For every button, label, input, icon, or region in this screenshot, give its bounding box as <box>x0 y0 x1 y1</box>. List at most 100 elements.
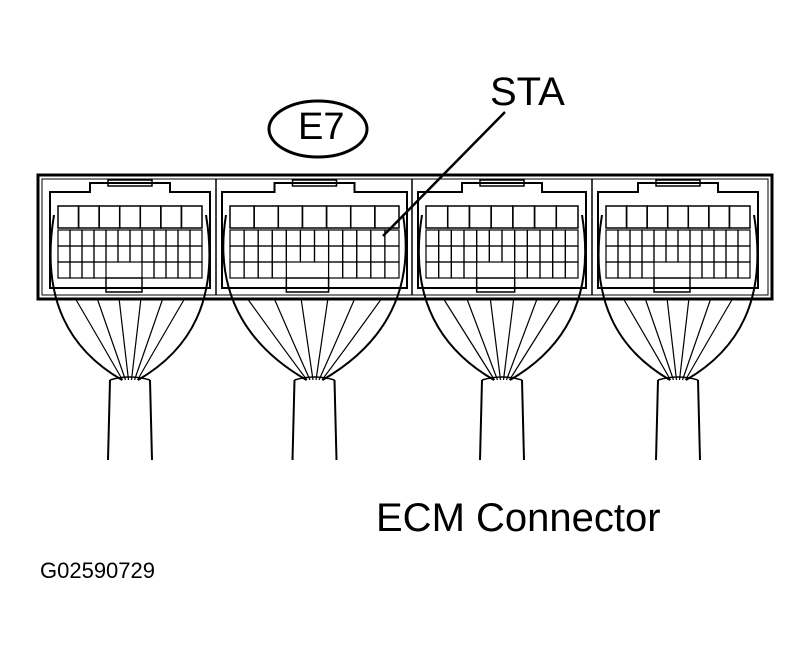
terminal-cavity <box>526 261 541 279</box>
terminal-cavity <box>165 261 179 279</box>
terminal-cavity <box>299 245 316 263</box>
wire <box>442 297 496 381</box>
wire <box>118 297 130 381</box>
terminal-cavity <box>81 245 95 263</box>
terminal-cavity <box>737 229 751 247</box>
terminal-cavity <box>69 261 83 279</box>
terminal-cavity <box>356 229 372 247</box>
terminal-cavity <box>438 245 452 263</box>
harness-outline <box>597 214 759 381</box>
terminal-cavity <box>229 245 245 263</box>
terminal-cavity <box>564 229 579 247</box>
sheath-end <box>294 376 335 381</box>
terminal-cavity <box>641 261 655 279</box>
terminal-cavity <box>229 205 255 229</box>
terminal-cavity <box>653 245 667 263</box>
sheath-end <box>481 376 523 381</box>
terminal-cavity <box>117 245 131 263</box>
terminal-cavity <box>141 245 155 263</box>
terminal-cavity <box>189 229 203 247</box>
wire <box>74 297 124 381</box>
cable-sheath <box>479 379 525 461</box>
terminal-cavity <box>476 229 490 247</box>
terminal-cavity <box>425 261 440 279</box>
wire <box>666 297 678 381</box>
terminal-cavity <box>725 245 739 263</box>
terminal-cavity <box>342 261 358 279</box>
terminal-cavity <box>257 261 273 279</box>
terminal-cavity <box>501 245 516 263</box>
terminal-cavity <box>512 205 536 229</box>
cable-sheath <box>655 379 701 461</box>
wire <box>318 297 356 381</box>
terminal-cavity <box>229 261 245 279</box>
wire <box>622 297 672 381</box>
terminal-cavity <box>57 229 71 247</box>
terminal-cavity <box>463 229 478 247</box>
terminal-cavity <box>98 205 121 229</box>
terminal-cavity <box>728 205 751 229</box>
terminal-cavity <box>165 245 179 263</box>
terminal-cavity <box>229 229 245 247</box>
key-notch <box>105 277 143 293</box>
terminal-cavity <box>617 245 631 263</box>
terminal-cavity <box>313 245 330 263</box>
terminal-cavity <box>605 245 619 263</box>
terminal-cavity <box>488 229 503 247</box>
terminal-cavity <box>463 261 478 279</box>
terminal-cavity <box>327 229 344 247</box>
terminal-cavity <box>69 245 83 263</box>
wire <box>136 297 186 381</box>
wire <box>684 297 734 381</box>
terminal-cavity <box>81 229 95 247</box>
terminal-cavity <box>93 245 107 263</box>
harness-outline <box>49 214 211 381</box>
terminal-cavity <box>605 229 619 247</box>
terminal-cavity <box>57 261 71 279</box>
terminal-cavity <box>139 205 162 229</box>
terminal-cavity <box>153 229 167 247</box>
terminal-cavity <box>425 245 440 263</box>
terminal-cavity <box>349 205 376 229</box>
wire <box>466 297 499 381</box>
terminal-cavity <box>117 229 131 247</box>
terminal-cavity <box>425 205 449 229</box>
terminal-callout-label: STA <box>490 70 565 114</box>
block-4 <box>591 179 759 461</box>
terminal-cavity <box>514 245 528 263</box>
terminal-cavity <box>327 261 344 279</box>
terminal-cavity <box>129 229 143 247</box>
terminal-cavity <box>450 261 465 279</box>
terminal-cavity <box>327 245 344 263</box>
terminal-cavity <box>488 245 503 263</box>
terminal-cavity <box>463 245 478 263</box>
terminal-cavity <box>539 229 554 247</box>
terminal-cavity <box>514 261 528 279</box>
terminal-cavity <box>552 245 566 263</box>
connector-id-label: E7 <box>298 106 345 148</box>
wire <box>508 297 562 381</box>
terminal-cavity <box>299 229 316 247</box>
terminal-cavity <box>243 261 259 279</box>
terminal-cavity <box>737 261 751 279</box>
terminal-cavity <box>177 261 191 279</box>
terminal-cavity <box>526 229 541 247</box>
terminal-cavity <box>271 261 287 279</box>
terminal-cavity <box>105 245 119 263</box>
cable-sheath <box>107 379 153 461</box>
terminal-cavity <box>689 261 703 279</box>
terminal-cavity <box>384 245 400 263</box>
terminal-cavity <box>468 205 492 229</box>
block-2 <box>215 179 408 461</box>
wire <box>315 297 329 381</box>
terminal-cavity <box>141 261 155 279</box>
terminal-cavity <box>701 245 715 263</box>
terminal-cavity <box>514 229 528 247</box>
figure-caption: ECM Connector <box>376 496 661 540</box>
terminal-cavity <box>374 205 400 229</box>
connector-housing <box>36 173 774 301</box>
wire <box>133 297 164 381</box>
connector-id-oval <box>267 99 369 159</box>
terminal-cavity <box>665 229 679 247</box>
